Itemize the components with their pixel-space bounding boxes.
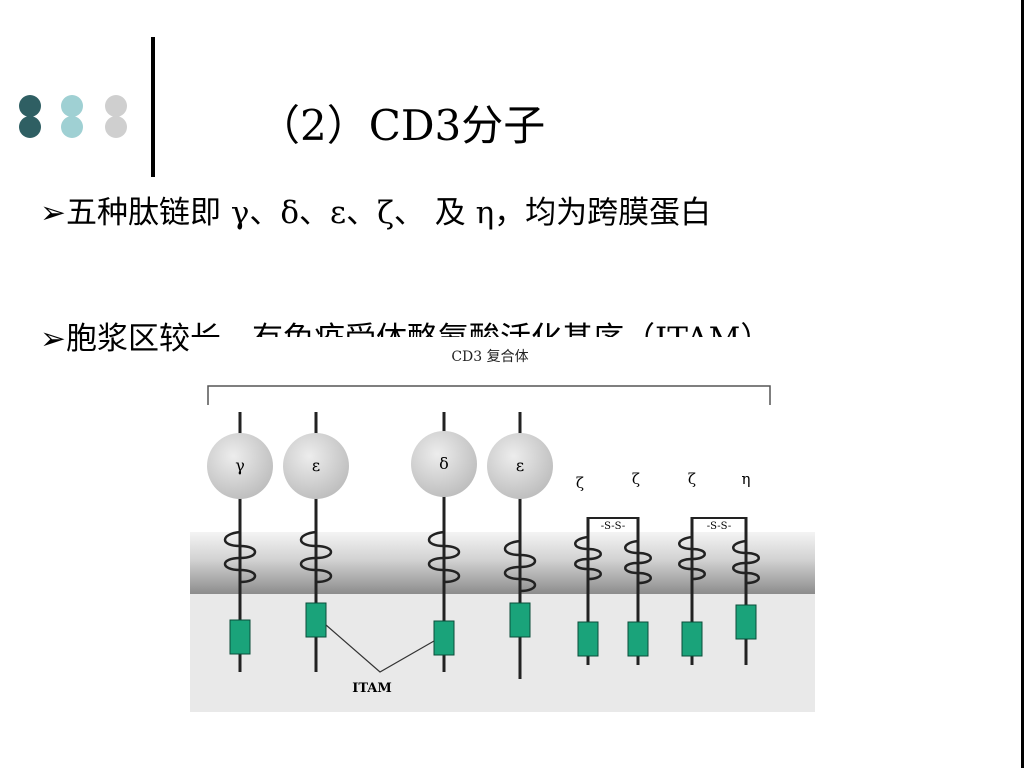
disulfide-label-2: -S-S-	[707, 521, 732, 532]
itam-motif	[627, 621, 649, 657]
chain-epsilon-1: ε	[283, 412, 349, 672]
chain-gamma: γ	[207, 412, 273, 672]
itam-motif	[735, 604, 757, 640]
bullet-marker: ➢	[40, 195, 66, 231]
dot-dark-icon	[19, 95, 41, 138]
itam-motif	[229, 619, 251, 655]
itam-label: ITAM	[352, 681, 392, 696]
extracellular-domain	[411, 431, 477, 497]
extracellular-domain	[487, 433, 553, 499]
itam-motif	[681, 621, 703, 657]
title-divider	[151, 37, 155, 177]
cell-membrane	[190, 532, 815, 594]
itam-motif	[577, 621, 599, 657]
disulfide-label-1: -S-S-	[601, 521, 626, 532]
chain-label: ε	[312, 456, 320, 475]
cytoplasm-region	[190, 592, 815, 712]
chain-eta: η	[732, 470, 760, 665]
extracellular-domain	[207, 433, 273, 499]
extracellular-domain	[283, 433, 349, 499]
chain-label: γ	[235, 456, 245, 475]
transmembrane-helix	[624, 539, 652, 585]
chain-zeta-1: ζ	[574, 474, 602, 665]
transmembrane-helix	[574, 535, 602, 581]
chain-zeta-3: ζ	[678, 470, 706, 665]
chain-delta: δ	[411, 412, 477, 672]
decorative-dots-logo	[19, 95, 127, 138]
slide-title: （2）CD3分子	[258, 101, 546, 150]
cd3-complex-diagram: CD3 复合体 γ ε δ ε ζ ζ	[190, 337, 815, 712]
chain-label: δ	[439, 454, 449, 473]
complex-label: CD3 复合体	[451, 348, 528, 365]
chain-epsilon-2: ε	[487, 412, 553, 679]
chain-label: ε	[516, 456, 524, 475]
bullet-marker: ➢	[40, 321, 66, 357]
itam-motif	[305, 602, 327, 638]
dot-light-icon	[61, 95, 83, 138]
chain-label: ζ	[576, 474, 584, 492]
itam-motif	[509, 602, 531, 638]
transmembrane-helix	[503, 539, 537, 593]
transmembrane-helix	[223, 530, 257, 584]
slide-right-edge	[1021, 0, 1024, 768]
dot-gray-icon	[105, 95, 127, 138]
itam-motif	[433, 620, 455, 656]
transmembrane-helix	[678, 535, 706, 581]
transmembrane-helix	[732, 539, 760, 585]
itam-pointer-lines	[325, 624, 435, 673]
bullet-1: ➢五种肽链即 γ、δ、ε、ζ、 及 η，均为跨膜蛋白	[40, 190, 980, 236]
transmembrane-helix	[427, 530, 461, 584]
bullet-1-text: 五种肽链即 γ、δ、ε、ζ、 及 η，均为跨膜蛋白	[65, 195, 712, 231]
chain-zeta-2: ζ	[624, 470, 652, 665]
chain-label: ζ	[632, 470, 640, 488]
chain-label: η	[742, 470, 751, 488]
transmembrane-helix	[299, 530, 333, 584]
chain-label: ζ	[688, 470, 696, 488]
complex-bracket	[207, 385, 771, 405]
